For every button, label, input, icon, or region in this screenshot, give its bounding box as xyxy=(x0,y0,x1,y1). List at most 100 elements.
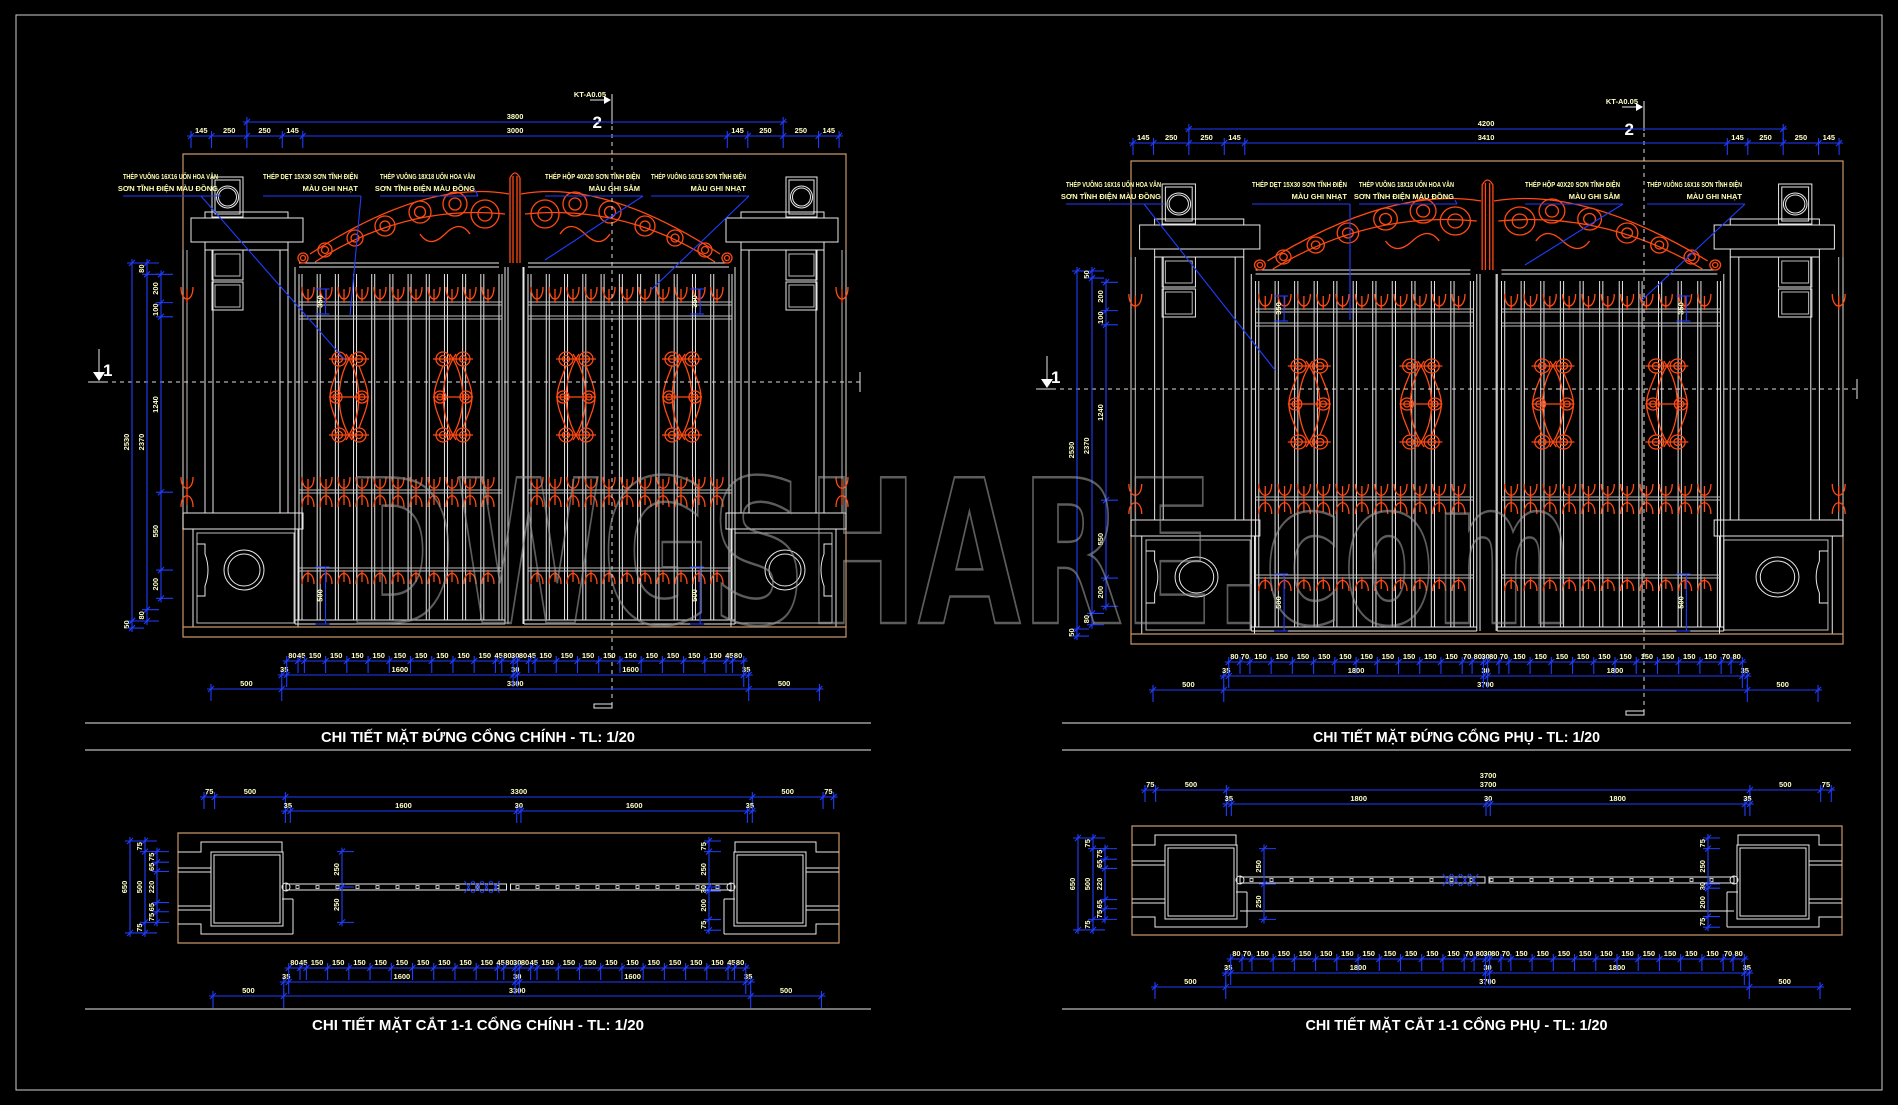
dimension-label: 65 xyxy=(147,903,156,911)
dimension-label: 75 xyxy=(1083,839,1092,847)
dimension-label: 80 xyxy=(1232,949,1240,958)
dimension-label: 3700 xyxy=(1480,780,1497,789)
dimension-label: 150 xyxy=(438,958,451,967)
dimension-label: 3800 xyxy=(507,112,524,121)
dimension-label: 75 xyxy=(135,923,144,931)
gate-elevation xyxy=(181,173,848,627)
leaf-dimension: 350 xyxy=(315,289,330,314)
dimension-label: 150 xyxy=(1704,652,1717,661)
dimension-label: 75 xyxy=(1698,839,1707,847)
dimension-label: 250 xyxy=(699,863,708,876)
annotation-line1: THÉP DẸT 15X30 SƠN TĨNH ĐIỆN xyxy=(263,172,358,181)
dimension-label: 150 xyxy=(646,651,659,660)
dimension-label: 150 xyxy=(1403,652,1416,661)
watermark-logo: DWGSHARE.com xyxy=(344,437,1575,673)
dimension-label: 80 xyxy=(137,264,146,272)
dimension-label: 3300 xyxy=(510,787,527,796)
dimension-label: 150 xyxy=(1341,949,1354,958)
dimension-label: 145 xyxy=(195,126,208,135)
dimension-label: 150 xyxy=(688,651,701,660)
dimension-label: 75 xyxy=(1822,780,1830,789)
dimension-label: 150 xyxy=(1360,652,1373,661)
dimension-label: 45 xyxy=(494,651,502,660)
section-reference-label: KT-A0.05 xyxy=(1606,97,1638,106)
section-arrow-icon xyxy=(93,372,105,381)
dimension-label: 80 xyxy=(1082,615,1091,623)
annotation-line2: MÀU GHI NHẠT xyxy=(303,184,359,193)
drawing-title-text: CHI TIẾT MẶT CẮT 1-1 CỔNG PHỤ - TL: 1/20 xyxy=(1306,1016,1608,1034)
dimension-label: 200 xyxy=(151,578,160,591)
dimension-label: 50 xyxy=(122,620,131,628)
dimension-label: 150 xyxy=(541,958,554,967)
dimension-label: 150 xyxy=(1405,949,1418,958)
leaf-dimension: 500 xyxy=(690,567,704,624)
section-marker-label: 1 xyxy=(103,361,112,380)
dimension-label: 75 xyxy=(147,853,156,861)
drawing-frame xyxy=(178,833,839,943)
leaf-dimension: 500 xyxy=(1676,574,1690,631)
annotation-line2: SƠN TĨNH ĐIỆN MÀU ĐỒNG xyxy=(118,183,218,193)
dimension-label: 250 xyxy=(1254,895,1263,908)
annotation-line1: THÉP VUÔNG 16X16 UỐN HOA VĂN xyxy=(1066,179,1161,189)
dimension-label: 500 xyxy=(1185,780,1198,789)
dimension-label: 80 xyxy=(734,651,742,660)
side-section-drawing: 3700 xyxy=(1132,771,1842,935)
dimension-label: 150 xyxy=(1276,652,1289,661)
side-base-dimension: 50 xyxy=(1067,625,1089,640)
annotation-line1: THÉP HỘP 40X20 SƠN TĨNH ĐIỆN xyxy=(1525,180,1620,189)
dimension-label: 70 xyxy=(1463,652,1471,661)
dimension-label: 75 xyxy=(1083,920,1092,928)
dimension-label: 250 xyxy=(1254,860,1263,873)
dimension-label: 80 xyxy=(1230,652,1238,661)
dimension-label: 80 xyxy=(1489,652,1497,661)
left-pillar xyxy=(1131,184,1260,634)
dimension-label: 550 xyxy=(1096,533,1105,546)
dimension-label: 150 xyxy=(1513,652,1526,661)
dimension-label: 200 xyxy=(1096,290,1105,303)
dimension-label: 3410 xyxy=(1478,133,1495,142)
dimension-label: 80 xyxy=(736,958,744,967)
dimension-label: 500 xyxy=(1083,878,1092,891)
dimension-label: 35 xyxy=(284,801,292,810)
dimension-label: 500 xyxy=(1184,977,1197,986)
dimension-label: 30 xyxy=(513,958,521,967)
right-pillar-plan xyxy=(1727,835,1842,927)
leaf-dimension: 500 xyxy=(1274,574,1288,631)
dimension-label: 250 xyxy=(332,898,341,911)
top-overall-dimension: 3800 xyxy=(243,112,787,134)
dimension-label: 250 xyxy=(795,126,808,135)
section-plan xyxy=(1132,835,1842,927)
right-pillar-plan xyxy=(724,842,839,934)
section-line-1: 1 xyxy=(1036,356,1857,399)
drawing-title: CHI TIẾT MẶT ĐỨNG CỔNG CHÍNH - TL: 1/20 xyxy=(85,723,871,750)
dimension-label: 30 xyxy=(511,665,519,674)
dimension-label: 65 xyxy=(1095,860,1104,868)
dimension-label: 150 xyxy=(1278,949,1291,958)
dimension-label: 150 xyxy=(1643,949,1656,958)
dimension-label: 45 xyxy=(496,958,504,967)
dimension-label: 75 xyxy=(824,787,832,796)
dimension-label: 75 xyxy=(699,921,708,929)
dimension-label: 350 xyxy=(316,295,325,308)
dimension-label: 1800 xyxy=(1609,794,1626,803)
dimension-label: 75 xyxy=(1095,850,1104,858)
annotation-line2: MÀU GHI SẪM xyxy=(1569,192,1620,201)
gate-plan xyxy=(1236,874,1738,911)
drawing-title: CHI TIẾT MẶT ĐỨNG CỔNG PHỤ - TL: 1/20 xyxy=(1062,723,1851,750)
dimension-label: 75 xyxy=(205,787,213,796)
dimension-label: 150 xyxy=(1382,652,1395,661)
annotation-line1: THÉP DẸT 15X30 SƠN TĨNH ĐIỆN xyxy=(1252,180,1347,189)
dimension-label: 45 xyxy=(725,651,733,660)
